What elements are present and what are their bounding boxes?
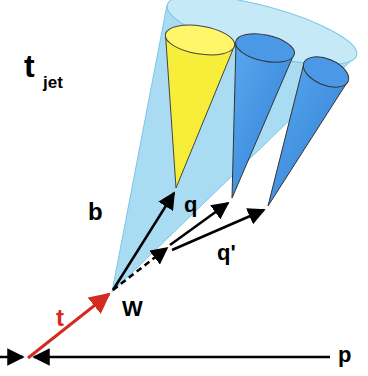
b-arrow — [113, 193, 174, 290]
particle-label: q — [184, 194, 197, 216]
particle-label: b — [88, 200, 103, 224]
particle-label: t — [56, 306, 64, 330]
particle-label: W — [122, 298, 143, 320]
top-arrow — [28, 294, 109, 358]
beam-label: p — [338, 344, 351, 366]
jet-cone — [112, 0, 363, 292]
jet-symbol: t — [24, 50, 35, 82]
beam-arrow — [34, 356, 330, 359]
qprime-subjet-cone — [268, 51, 353, 206]
beam-arrow — [0, 356, 23, 359]
w-arrow — [113, 248, 167, 290]
jet-subscript: jet — [43, 74, 63, 91]
b-subjet-cone — [163, 21, 237, 188]
particle-label: q' — [217, 242, 236, 264]
